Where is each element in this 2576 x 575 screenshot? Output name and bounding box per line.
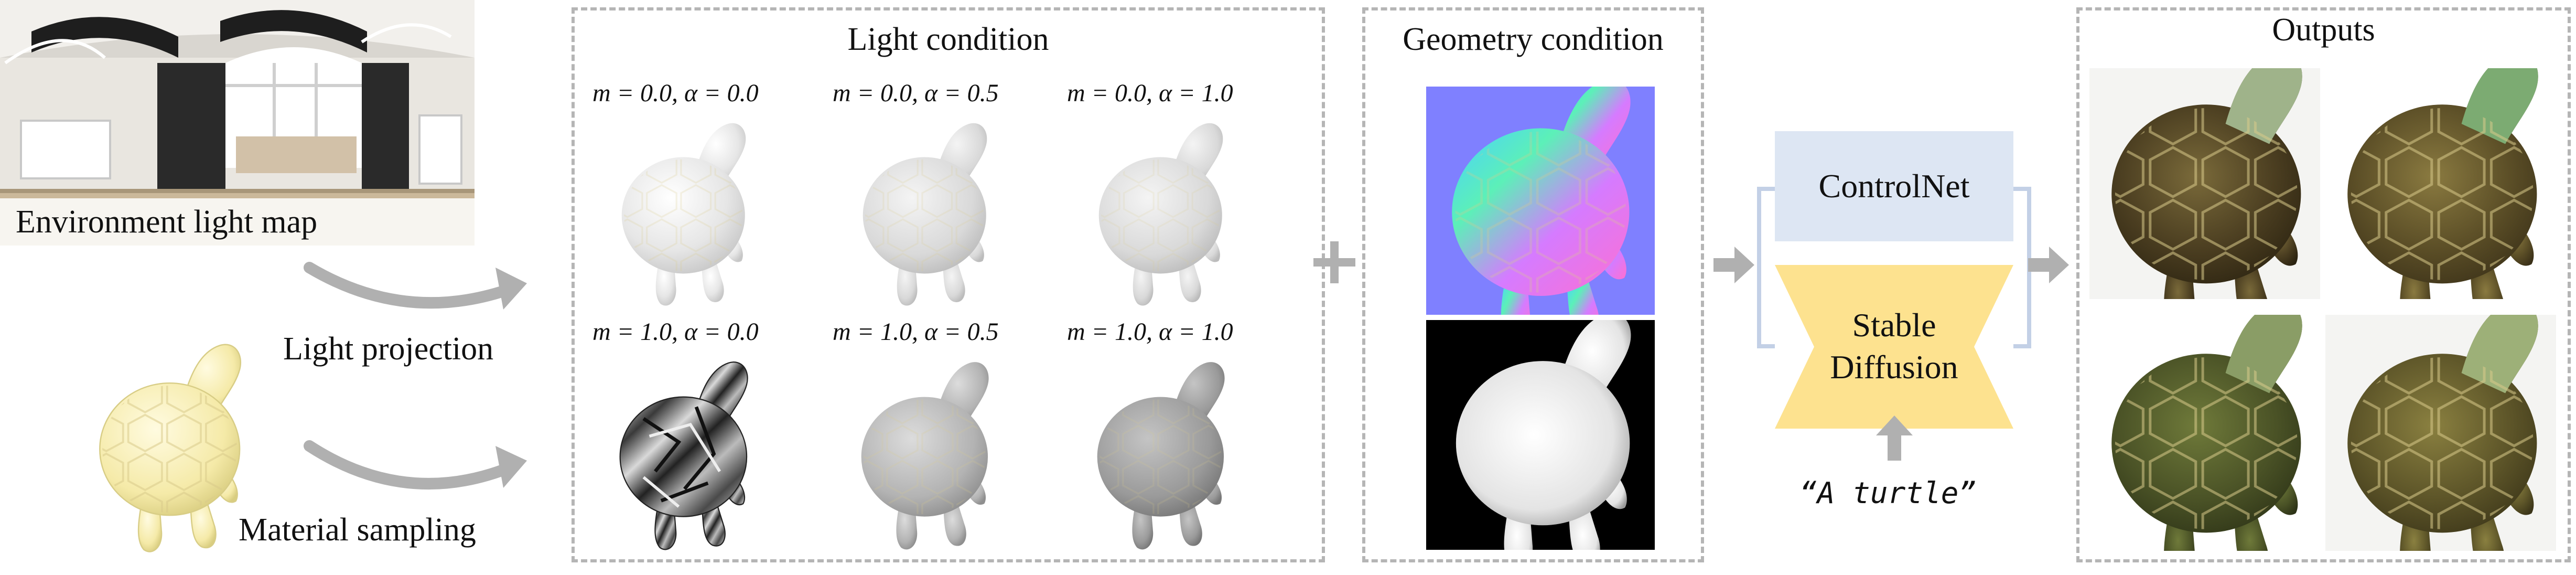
render-label-5: m = 1.0, α = 0.5 (833, 318, 999, 346)
light-projection-arrow (304, 262, 527, 310)
normal-map (1426, 87, 1655, 315)
stable-diffusion-label-line2: Diffusion (1830, 348, 1958, 386)
stable-diffusion-label: Stable Diffusion (1775, 304, 2013, 388)
environment-light-map: Environment light map (0, 0, 475, 246)
prompt-arrow (1876, 416, 1913, 461)
render-turtle-6 (1080, 354, 1237, 553)
stable-diffusion-shape (1775, 265, 2013, 429)
arrow-to-outputs (2028, 247, 2069, 283)
output-image-2 (2325, 68, 2556, 299)
environment-map-image (0, 0, 475, 246)
material-sampling-arrow (304, 440, 527, 489)
arrow-to-model (1713, 247, 1754, 283)
environment-map-caption: Environment light map (16, 204, 318, 240)
light-condition-title: Light condition (847, 22, 1049, 57)
geometry-condition-title: Geometry condition (1403, 22, 1664, 57)
output-image-1 (2089, 68, 2320, 299)
render-turtle-1 (603, 115, 760, 310)
render-turtle-2 (844, 115, 1001, 310)
output-image-3 (2089, 315, 2320, 551)
output-image-4 (2325, 315, 2556, 551)
render-label-3: m = 0.0, α = 1.0 (1067, 79, 1233, 107)
render-label-6: m = 1.0, α = 1.0 (1067, 318, 1233, 346)
geometry-condition-panel (1362, 7, 1704, 562)
render-turtle-4 (603, 354, 760, 553)
controlnet-label: ControlNet (1818, 167, 1970, 205)
outputs-panel (2076, 7, 2571, 562)
stable-diffusion-block: Stable Diffusion (1775, 265, 2013, 429)
light-condition-panel (572, 7, 1325, 562)
outputs-title: Outputs (2272, 12, 2375, 48)
light-projection-label: Light projection (283, 331, 494, 367)
render-turtle-3 (1080, 115, 1237, 310)
material-sampling-label: Material sampling (239, 512, 476, 548)
render-label-1: m = 0.0, α = 0.0 (592, 79, 759, 107)
mesh-turtle (73, 336, 262, 556)
plus-icon (1313, 241, 1355, 283)
text-prompt: “A turtle” (1799, 476, 1977, 510)
depth-map (1426, 320, 1655, 550)
controlnet-block: ControlNet (1775, 131, 2013, 241)
render-turtle-5 (844, 354, 1001, 553)
render-label-4: m = 1.0, α = 0.0 (592, 318, 759, 346)
render-label-2: m = 0.0, α = 0.5 (833, 79, 999, 107)
stable-diffusion-label-line1: Stable (1852, 306, 1936, 344)
